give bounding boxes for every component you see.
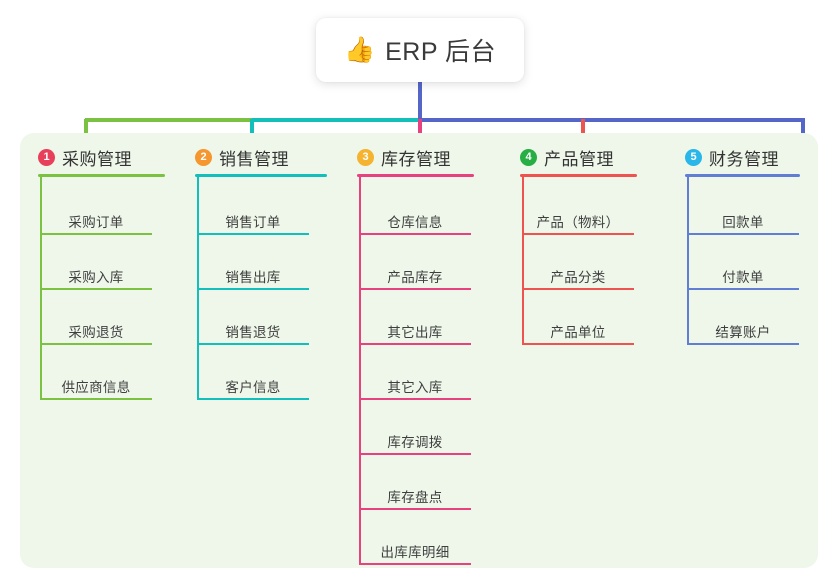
leaf-item-label: 其它出库 [387, 325, 443, 340]
column-rule-5 [685, 174, 800, 177]
column-spine-3 [359, 177, 361, 563]
leaf-item-label: 销售退货 [225, 325, 281, 340]
column-header-4[interactable]: 4 产品管理 [520, 145, 614, 170]
leaf-item-label: 仓库信息 [387, 215, 443, 230]
leaf-item[interactable]: 产品单位 [522, 325, 634, 345]
branch-columns: 1 采购管理采购订单采购入库采购退货供应商信息 2 销售管理销售订单销售出库销售退货客… [20, 133, 818, 568]
leaf-item[interactable]: 仓库信息 [359, 215, 471, 235]
leaf-item[interactable]: 供应商信息 [40, 380, 152, 400]
column-badge-3: 3 [357, 149, 374, 166]
leaf-item[interactable]: 采购入库 [40, 270, 152, 290]
column-header-3[interactable]: 3 库存管理 [357, 145, 451, 170]
column-badge-4: 4 [520, 149, 537, 166]
leaf-item-label: 采购订单 [68, 215, 124, 230]
column-rule-4 [520, 174, 637, 177]
leaf-item[interactable]: 库存盘点 [359, 490, 471, 510]
column-title-2: 销售管理 [219, 150, 289, 169]
leaf-item-label: 采购退货 [68, 325, 124, 340]
leaf-item[interactable]: 出库库明细 [359, 545, 471, 565]
column-header-2[interactable]: 2 销售管理 [195, 145, 289, 170]
leaf-item-label: 产品库存 [387, 270, 443, 285]
leaf-item-label: 回款单 [722, 215, 764, 230]
leaf-item[interactable]: 产品库存 [359, 270, 471, 290]
leaf-item[interactable]: 产品分类 [522, 270, 634, 290]
leaf-item-label: 产品单位 [550, 325, 606, 340]
leaf-item-label: 供应商信息 [61, 380, 131, 395]
leaf-item-label: 客户信息 [225, 380, 281, 395]
leaf-item[interactable]: 销售退货 [197, 325, 309, 345]
column-rule-1 [38, 174, 165, 177]
thumbs-up-icon: 👍 [343, 35, 376, 64]
column-spine-2 [197, 177, 199, 398]
root-node-card[interactable]: 👍 ERP 后台 [316, 18, 524, 82]
leaf-item[interactable]: 客户信息 [197, 380, 309, 400]
leaf-item[interactable]: 回款单 [687, 215, 799, 235]
leaf-item[interactable]: 销售出库 [197, 270, 309, 290]
leaf-item-label: 销售出库 [225, 270, 281, 285]
column-badge-5: 5 [685, 149, 702, 166]
branches-panel [20, 133, 818, 568]
root-node-title: ERP 后台 [385, 38, 497, 66]
leaf-item[interactable]: 产品（物料） [522, 215, 634, 235]
leaf-item-label: 其它入库 [387, 380, 443, 395]
column-badge-1: 1 [38, 149, 55, 166]
column-title-1: 采购管理 [62, 150, 132, 169]
leaf-item-label: 结算账户 [715, 325, 771, 340]
leaf-item-label: 出库库明细 [380, 545, 450, 560]
leaf-item-label: 付款单 [722, 270, 764, 285]
column-title-5: 财务管理 [709, 150, 779, 169]
leaf-item-label: 销售订单 [225, 215, 281, 230]
leaf-item-label: 库存盘点 [387, 490, 443, 505]
leaf-item[interactable]: 其它出库 [359, 325, 471, 345]
leaf-item-label: 采购入库 [68, 270, 124, 285]
leaf-item[interactable]: 销售订单 [197, 215, 309, 235]
column-spine-1 [40, 177, 42, 398]
leaf-item[interactable]: 其它入库 [359, 380, 471, 400]
leaf-item-label: 产品（物料） [536, 215, 620, 230]
column-rule-2 [195, 174, 327, 177]
leaf-item-label: 库存调拨 [387, 435, 443, 450]
column-spine-4 [522, 177, 524, 343]
column-title-3: 库存管理 [381, 150, 451, 169]
leaf-item[interactable]: 付款单 [687, 270, 799, 290]
leaf-item[interactable]: 采购订单 [40, 215, 152, 235]
column-header-1[interactable]: 1 采购管理 [38, 145, 132, 170]
leaf-item[interactable]: 结算账户 [687, 325, 799, 345]
column-header-5[interactable]: 5 财务管理 [685, 145, 779, 170]
column-spine-5 [687, 177, 689, 343]
column-title-4: 产品管理 [544, 150, 614, 169]
leaf-item-label: 产品分类 [550, 270, 606, 285]
leaf-item[interactable]: 库存调拨 [359, 435, 471, 455]
column-rule-3 [357, 174, 474, 177]
column-badge-2: 2 [195, 149, 212, 166]
leaf-item[interactable]: 采购退货 [40, 325, 152, 345]
